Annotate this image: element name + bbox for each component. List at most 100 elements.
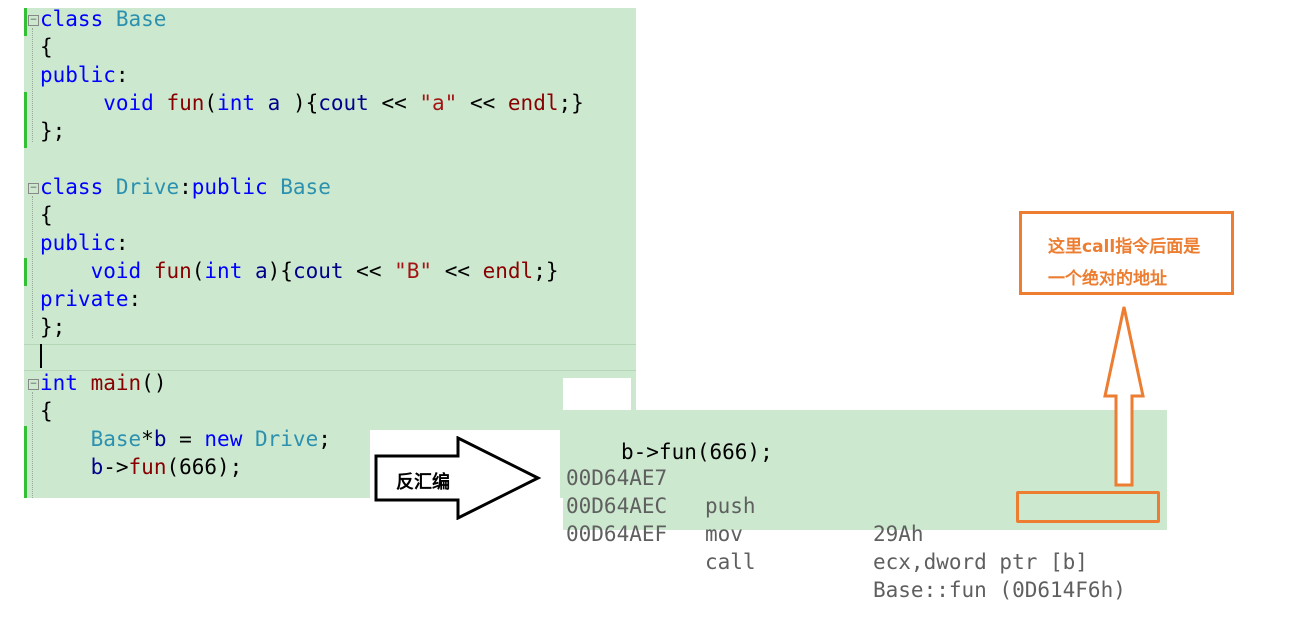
code-token: endl xyxy=(507,91,559,115)
scope-guide xyxy=(32,392,33,498)
code-token: Base xyxy=(90,427,142,451)
right-arrow-icon xyxy=(374,436,542,520)
code-token xyxy=(141,259,154,283)
note-line: 一个绝对的地址 xyxy=(1048,269,1167,289)
code-token: : xyxy=(128,287,142,311)
code-token: }; xyxy=(40,315,66,339)
code-line: { xyxy=(40,33,53,61)
annotation-note: 这里call指令后面是 一个绝对的地址 xyxy=(1019,211,1234,295)
opcode: push xyxy=(705,494,756,518)
code-line: { xyxy=(40,397,53,425)
code-token: b xyxy=(90,455,104,479)
disasm-row: 00D64AEC mov ecx,dword ptr [b] xyxy=(563,464,1088,574)
code-line: void fun(int a){cout << "B" << endl;} xyxy=(40,257,559,285)
code-token: { xyxy=(40,399,53,423)
fold-toggle-icon[interactable]: − xyxy=(28,15,39,26)
code-token xyxy=(154,91,167,115)
code-token: = xyxy=(166,427,205,451)
code-token: (666); xyxy=(166,455,243,479)
code-token: : xyxy=(115,231,129,255)
disasm-row: 00D64AE7 push 29Ah xyxy=(563,436,924,546)
code-line: { xyxy=(40,201,53,229)
code-token: public xyxy=(191,175,268,199)
code-token xyxy=(103,8,116,31)
code-editor[interactable]: − − − class Base{public: void fun(int a … xyxy=(24,8,636,498)
code-token: int xyxy=(40,371,78,395)
code-token: int xyxy=(204,259,243,283)
code-token: void xyxy=(103,91,154,115)
code-token: fun xyxy=(153,259,192,283)
change-bar xyxy=(24,92,27,148)
code-token: Base xyxy=(280,175,331,199)
code-token: Base xyxy=(115,8,167,31)
code-token: ;} xyxy=(558,91,584,115)
operand: Base::fun (0D614F6h) xyxy=(873,578,1126,602)
code-token: "a" xyxy=(419,91,458,115)
code-token: new xyxy=(204,427,243,451)
address: 00D64AE7 xyxy=(566,466,668,490)
code-token: a xyxy=(267,91,281,115)
code-token xyxy=(268,175,281,199)
code-line: Base*b = new Drive; xyxy=(40,425,331,453)
code-token: ( xyxy=(191,259,205,283)
code-token: ;} xyxy=(533,259,559,283)
code-token: { xyxy=(40,203,53,227)
code-token: () xyxy=(141,371,167,395)
code-token: fun xyxy=(166,91,205,115)
scope-guide xyxy=(32,196,33,338)
fold-toggle-icon[interactable]: − xyxy=(28,379,39,390)
code-line: }; xyxy=(40,117,65,145)
address: 00D64AEF xyxy=(566,522,668,546)
code-token: main xyxy=(90,371,142,395)
arrow-label: 反汇编 xyxy=(396,472,450,493)
code-token xyxy=(242,259,255,283)
operand: 29Ah xyxy=(873,522,924,546)
code-line: int main() xyxy=(40,369,166,397)
up-arrow-icon xyxy=(1103,306,1145,487)
code-token: ){ xyxy=(280,91,319,115)
code-token xyxy=(255,91,268,115)
code-line: void fun(int a ){cout << "a" << endl;} xyxy=(40,89,584,117)
change-bar xyxy=(24,8,27,36)
code-token xyxy=(40,455,91,479)
code-token: endl xyxy=(482,259,534,283)
code-token: << xyxy=(457,91,508,115)
code-token: "B" xyxy=(394,259,433,283)
change-bar xyxy=(24,258,27,286)
code-token: b xyxy=(153,427,167,451)
code-token xyxy=(40,427,91,451)
code-token: * xyxy=(141,427,154,451)
code-token: : xyxy=(179,175,192,199)
code-token: ){ xyxy=(267,259,293,283)
code-token xyxy=(78,371,91,395)
code-token: fun xyxy=(128,455,167,479)
code-token xyxy=(242,427,255,451)
source-line-text: b->fun(666); xyxy=(621,440,773,464)
code-token: private xyxy=(40,287,129,311)
text-caret xyxy=(40,344,42,368)
code-token xyxy=(40,91,103,115)
code-token: ( xyxy=(204,91,218,115)
code-token: public xyxy=(40,63,116,87)
code-token: cout xyxy=(292,259,344,283)
disasm-row: 00D64AEF call Base::fun (0D614F6h) xyxy=(563,492,1126,602)
code-token: ; xyxy=(318,427,331,451)
fold-toggle-icon[interactable]: − xyxy=(28,183,39,194)
editor-separator xyxy=(24,370,636,371)
code-token: void xyxy=(90,259,142,283)
code-line: public: xyxy=(40,61,129,89)
editor-separator xyxy=(24,344,636,345)
disassembly-panel[interactable]: b->fun(666); 00D64AE7 push 29Ah 00D64AEC… xyxy=(563,410,1167,602)
code-token: Drive xyxy=(115,175,180,199)
code-line: class Drive:public Base xyxy=(40,173,331,201)
operand: ecx,dword ptr [b] xyxy=(873,550,1088,574)
code-token xyxy=(103,175,116,199)
code-line: public: xyxy=(40,229,129,257)
code-line: class Base xyxy=(40,8,166,33)
code-token: cout xyxy=(318,91,369,115)
code-token: int xyxy=(217,91,255,115)
code-token: -> xyxy=(103,455,129,479)
scope-guide xyxy=(32,28,33,142)
disasm-source-line: b->fun(666); xyxy=(563,410,773,464)
code-token: class xyxy=(40,175,104,199)
